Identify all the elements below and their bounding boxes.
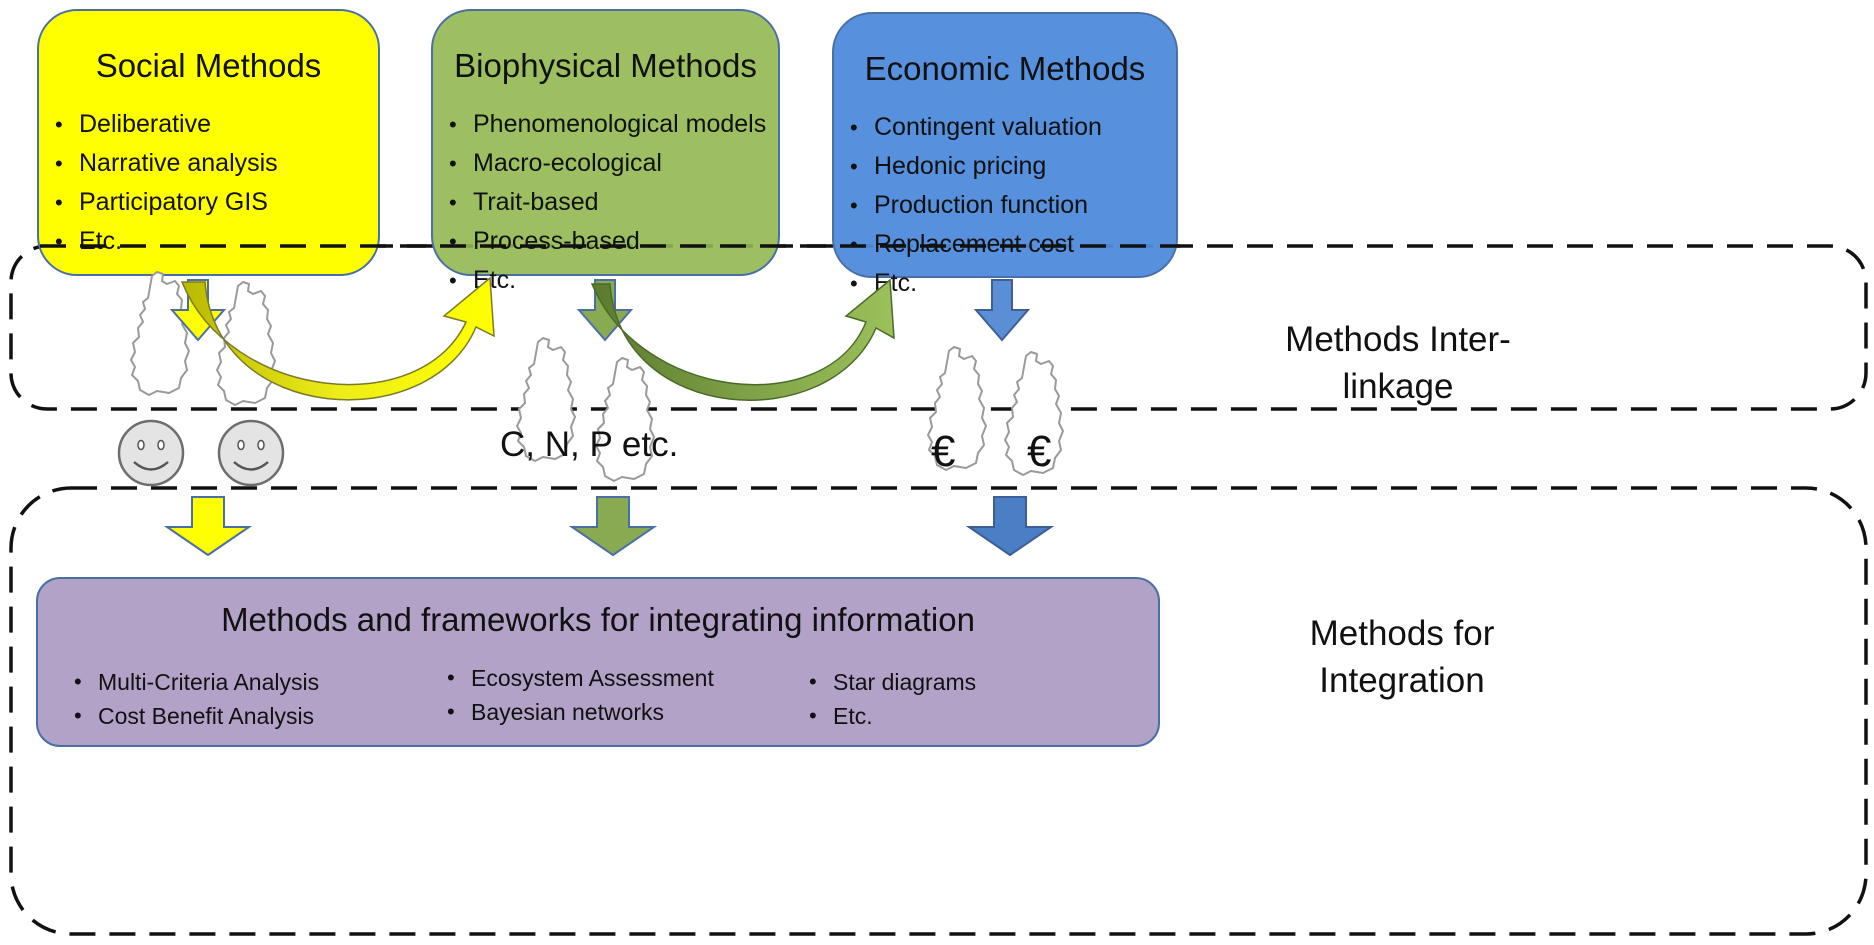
integration-label-line1: Methods for	[1309, 614, 1495, 653]
list-item: Macro-ecological	[433, 144, 778, 183]
integration-label: Methods for Integration	[1262, 610, 1542, 704]
integration-region	[9, 486, 1868, 936]
list-item: Star diagrams	[793, 665, 976, 699]
integration-label-line2: Integration	[1319, 661, 1485, 700]
list-item: Participatory GIS	[39, 183, 378, 222]
biophysical-methods-list: Phenomenological models Macro-ecological…	[433, 105, 778, 300]
list-item: Deliberative	[39, 105, 378, 144]
integration-methods-title: Methods and frameworks for integrating i…	[221, 601, 975, 638]
list-item: Ecosystem Assessment	[431, 661, 714, 695]
nutrients-label: C, N, P etc.	[500, 425, 679, 464]
list-item: Hedonic pricing	[834, 147, 1176, 186]
integration-list-col3: Star diagrams Etc.	[793, 665, 976, 733]
curved-arrow-icon	[590, 278, 895, 401]
list-item: Production function	[834, 186, 1176, 225]
list-item: Etc.	[793, 699, 976, 733]
biophysical-methods-box: Biophysical Methods Phenomenological mod…	[431, 9, 780, 300]
list-item: Trait-based	[433, 183, 778, 222]
list-item: Narrative analysis	[39, 144, 378, 183]
euro-symbol: €	[931, 427, 956, 476]
down-arrow-icon	[163, 496, 253, 557]
finland-map-icon	[130, 271, 190, 396]
interlinkage-label-line1: Methods Inter-	[1285, 320, 1511, 359]
social-methods-title: Social Methods	[95, 47, 322, 84]
list-item: Multi-Criteria Analysis	[58, 665, 319, 699]
down-arrow-icon	[965, 496, 1055, 557]
list-item: Phenomenological models	[433, 105, 778, 144]
interlinkage-label-line2: linkage	[1342, 367, 1454, 406]
list-item: Cost Benefit Analysis	[58, 699, 319, 733]
list-item: Process-based	[433, 222, 778, 261]
biophysical-methods-title: Biophysical Methods	[454, 47, 757, 84]
down-arrow-icon	[568, 496, 658, 557]
economic-methods-title: Economic Methods	[864, 50, 1146, 87]
smiley-face-icon	[117, 419, 185, 487]
list-item: Etc.	[39, 222, 378, 261]
curved-arrow-icon	[180, 276, 495, 401]
integration-methods-box: Methods and frameworks for integrating i…	[36, 577, 1160, 747]
list-item: Contingent valuation	[834, 108, 1176, 147]
social-methods-box: Social Methods Deliberative Narrative an…	[37, 9, 380, 276]
integration-list-col1: Multi-Criteria Analysis Cost Benefit Ana…	[58, 665, 319, 733]
euro-symbol: €	[1027, 427, 1052, 476]
economic-methods-list: Contingent valuation Hedonic pricing Pro…	[834, 108, 1176, 303]
social-methods-list: Deliberative Narrative analysis Particip…	[39, 105, 378, 261]
down-arrow-icon	[973, 279, 1031, 342]
interlinkage-label: Methods Inter- linkage	[1258, 316, 1538, 410]
list-item: Etc.	[834, 264, 1176, 303]
integration-list-col2: Ecosystem Assessment Bayesian networks	[431, 661, 714, 729]
smiley-face-icon	[217, 419, 285, 487]
economic-methods-box: Economic Methods Contingent valuation He…	[832, 12, 1178, 303]
list-item: Bayesian networks	[431, 695, 714, 729]
